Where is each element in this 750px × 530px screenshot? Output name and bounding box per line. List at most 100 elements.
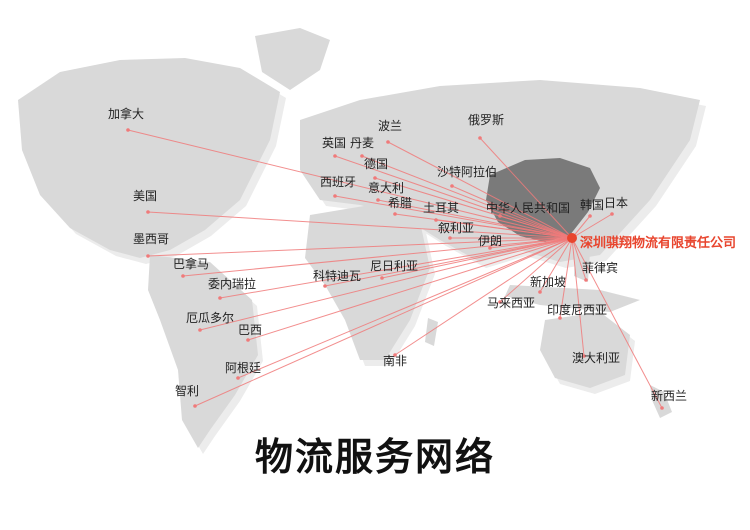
route-line — [334, 155, 573, 239]
country-label: 伊朗 — [478, 234, 502, 248]
destination-dot — [193, 404, 197, 408]
destination-dot — [660, 406, 664, 410]
route-line — [539, 237, 573, 293]
country-label: 沙特阿拉伯 — [437, 164, 497, 179]
route-line — [489, 237, 573, 249]
country-label: 新西兰 — [651, 388, 687, 403]
route-line — [377, 199, 573, 239]
country-label: 希腊 — [388, 195, 412, 210]
destination-dot — [448, 236, 452, 240]
country-label: 西班牙 — [320, 175, 356, 189]
destination-dot — [333, 194, 337, 198]
destination-dot — [434, 218, 438, 222]
destination-dot — [333, 154, 337, 158]
destination-dot — [498, 300, 502, 304]
country-label: 新加坡 — [530, 274, 566, 289]
country-label: 土耳其 — [423, 201, 459, 215]
destination-dot — [126, 128, 130, 132]
route-line — [571, 237, 587, 281]
route-line — [324, 237, 573, 287]
route-line — [334, 195, 573, 239]
greenland-landmass — [255, 28, 330, 90]
philippines-landmass — [574, 250, 590, 282]
country-label: 韩国 — [580, 197, 604, 212]
route-line — [361, 155, 573, 239]
country-label: 智利 — [175, 383, 199, 398]
route-line — [381, 237, 573, 279]
route-line — [571, 237, 585, 357]
country-label: 印度尼西亚 — [547, 302, 607, 317]
country-label: 德国 — [364, 156, 388, 171]
north-america-landmass — [18, 58, 280, 258]
destination-dot — [393, 353, 397, 357]
origin-marker — [567, 233, 577, 243]
destination-dot — [376, 198, 380, 202]
country-label: 南非 — [383, 353, 407, 368]
destination-dot — [588, 214, 592, 218]
destination-dot — [236, 376, 240, 380]
route-line — [182, 237, 573, 277]
destination-dot — [246, 338, 250, 342]
country-label: 中华人民共和国 — [486, 200, 570, 215]
destination-dot — [218, 296, 222, 300]
continents — [18, 28, 700, 448]
country-labels: 加拿大美国墨西哥巴拿马委内瑞拉厄瓜多尔巴西阿根廷智利英国丹麦波兰德国西班牙意大利… — [108, 106, 687, 403]
route-line — [571, 213, 613, 239]
country-label: 委内瑞拉 — [208, 276, 256, 291]
destination-dot — [373, 176, 377, 180]
route-line — [435, 219, 573, 239]
country-label: 巴西 — [238, 323, 262, 337]
country-label: 厄瓜多尔 — [186, 310, 234, 325]
africa-landmass — [305, 205, 430, 360]
route-line — [247, 237, 573, 341]
destination-dot — [146, 254, 150, 258]
country-label: 尼日利亚 — [370, 259, 418, 273]
destination-dot — [393, 212, 397, 216]
country-label: 马来西亚 — [487, 296, 535, 310]
route-line — [194, 237, 573, 407]
destination-dot — [478, 136, 482, 140]
destination-dot — [498, 214, 502, 218]
destination-dot — [181, 274, 185, 278]
destination-dot — [610, 212, 614, 216]
route-line — [387, 141, 573, 239]
destination-dot — [538, 290, 542, 294]
country-label: 日本 — [604, 196, 628, 210]
australia-landmass — [540, 312, 630, 388]
route-lines — [126, 128, 664, 410]
country-label: 美国 — [133, 189, 157, 203]
destination-dot — [198, 328, 202, 332]
country-label: 菲律宾 — [582, 260, 618, 275]
route-line — [199, 237, 573, 331]
uk-landmass — [322, 128, 336, 152]
route-line — [147, 237, 573, 257]
destination-dot — [488, 246, 492, 250]
route-line — [499, 215, 573, 239]
country-label: 意大利 — [368, 180, 404, 195]
new-zealand-landmass — [650, 385, 672, 418]
destination-dot — [584, 278, 588, 282]
destination-dot — [380, 276, 384, 280]
route-line — [451, 185, 573, 239]
destination-dot — [386, 140, 390, 144]
south-america-landmass — [148, 255, 258, 448]
route-line — [394, 237, 573, 356]
country-label: 科特迪瓦 — [313, 268, 361, 283]
country-label: 澳大利亚 — [572, 351, 620, 365]
origin-label: 深圳骐翔物流有限责任公司 — [580, 235, 736, 251]
route-line — [147, 211, 573, 239]
route-line — [499, 237, 573, 303]
country-label: 俄罗斯 — [468, 113, 504, 127]
destination-dot — [558, 316, 562, 320]
route-line — [559, 237, 573, 319]
destination-dot — [450, 184, 454, 188]
country-label: 波兰 — [378, 119, 402, 133]
japan-landmass — [606, 190, 622, 230]
country-label: 阿根廷 — [225, 361, 261, 375]
country-label: 丹麦 — [350, 136, 374, 150]
country-label: 巴拿马 — [173, 256, 209, 271]
destination-dot — [146, 210, 150, 214]
country-label: 墨西哥 — [133, 232, 169, 246]
